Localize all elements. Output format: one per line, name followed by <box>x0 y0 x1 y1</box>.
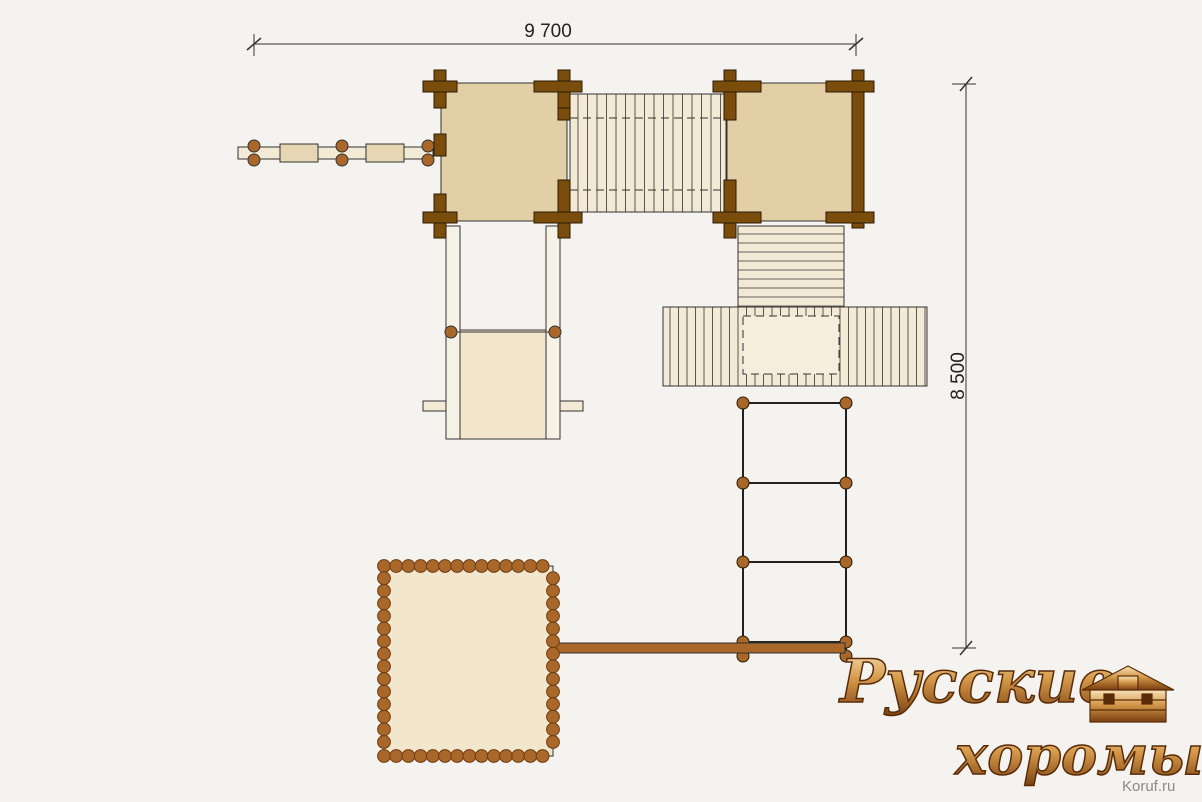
sandbox-log <box>535 749 550 763</box>
stairs <box>737 225 845 311</box>
sandbox-log <box>450 559 465 573</box>
sandbox-log <box>546 609 560 623</box>
sandbox-log <box>377 672 391 686</box>
watermark-line2: хоромы <box>954 723 1202 787</box>
sandbox-log <box>377 634 391 649</box>
sandbox-log <box>377 735 391 749</box>
ladder-knots <box>736 396 853 663</box>
sandbox-log <box>401 559 416 573</box>
sandbox-log <box>546 684 560 699</box>
sandbox-log <box>413 749 428 763</box>
bridge <box>569 93 727 213</box>
sandbox-log <box>425 559 440 573</box>
sandbox-log <box>523 559 538 573</box>
sandbox-log <box>546 722 560 737</box>
sandbox-log <box>438 559 452 573</box>
left-tower <box>422 69 583 239</box>
sandbox-log <box>546 735 560 749</box>
sandbox-log <box>535 559 550 573</box>
sandbox-log <box>401 749 416 763</box>
rope-knot <box>736 555 750 569</box>
corner-post <box>422 69 583 239</box>
sandbox-log <box>546 634 560 649</box>
sandbox-log <box>546 659 560 674</box>
rope-knot <box>839 396 853 410</box>
sandbox-log <box>377 684 391 699</box>
sandbox-log <box>486 749 501 763</box>
rope-ladder <box>742 402 847 656</box>
sandbox-log <box>499 559 513 573</box>
sandbox-log <box>438 749 452 763</box>
rope-knot <box>839 476 853 490</box>
sandbox-log <box>377 749 391 763</box>
sandbox-log <box>546 583 560 598</box>
height-dimension-label: 8 500 <box>948 352 969 400</box>
height-dimension: 8 500 <box>948 76 976 656</box>
landing-platform <box>662 306 928 387</box>
house-icon <box>1081 665 1175 723</box>
rope-knot <box>736 476 750 490</box>
sandbox-log <box>523 749 538 763</box>
width-dimension: 9 700 <box>246 21 864 56</box>
sandbox-log <box>450 749 465 763</box>
sandbox-log <box>511 749 526 763</box>
sandbox-log <box>377 559 391 573</box>
watermark-line1: Русские <box>838 647 1116 717</box>
sandbox-log <box>413 559 428 573</box>
sandbox-log <box>499 749 513 763</box>
side-rail <box>237 139 435 167</box>
sandbox-log <box>546 646 560 661</box>
slide <box>422 225 584 440</box>
sandbox-log <box>377 583 391 598</box>
sandbox <box>377 559 560 763</box>
rope-knot <box>736 396 750 410</box>
corner-post <box>712 69 875 239</box>
sandbox-log <box>474 559 489 573</box>
sandbox-log <box>377 571 391 586</box>
sandbox-log <box>425 749 440 763</box>
connecting-beam <box>530 642 846 654</box>
sandbox-log <box>377 609 391 623</box>
sandbox-log <box>546 571 560 586</box>
sandbox-log <box>546 596 560 611</box>
right-tower <box>712 69 875 239</box>
sandbox-log <box>377 621 391 636</box>
sandbox-log <box>511 559 526 573</box>
sandbox-log <box>486 559 501 573</box>
sandbox-log <box>377 709 391 724</box>
sandbox-log <box>462 749 477 763</box>
sandbox-log <box>377 722 391 737</box>
sandbox-log <box>377 596 391 611</box>
sandbox-log <box>389 559 404 573</box>
sandbox-log <box>546 672 560 686</box>
sandbox-log <box>546 709 560 724</box>
watermark-site: Koruf.ru <box>1122 778 1175 795</box>
sandbox-log <box>546 621 560 636</box>
rope-knot <box>839 555 853 569</box>
sandbox-log <box>377 697 391 712</box>
sandbox-log <box>377 659 391 674</box>
sandbox-log <box>546 697 560 712</box>
sandbox-log <box>462 559 477 573</box>
sandbox-log <box>389 749 404 763</box>
sandbox-log <box>377 646 391 661</box>
width-dimension-label: 9 700 <box>524 21 572 42</box>
watermark-logo: Русские хоромы Koruf.ru <box>837 646 1202 795</box>
sandbox-log <box>474 749 489 763</box>
